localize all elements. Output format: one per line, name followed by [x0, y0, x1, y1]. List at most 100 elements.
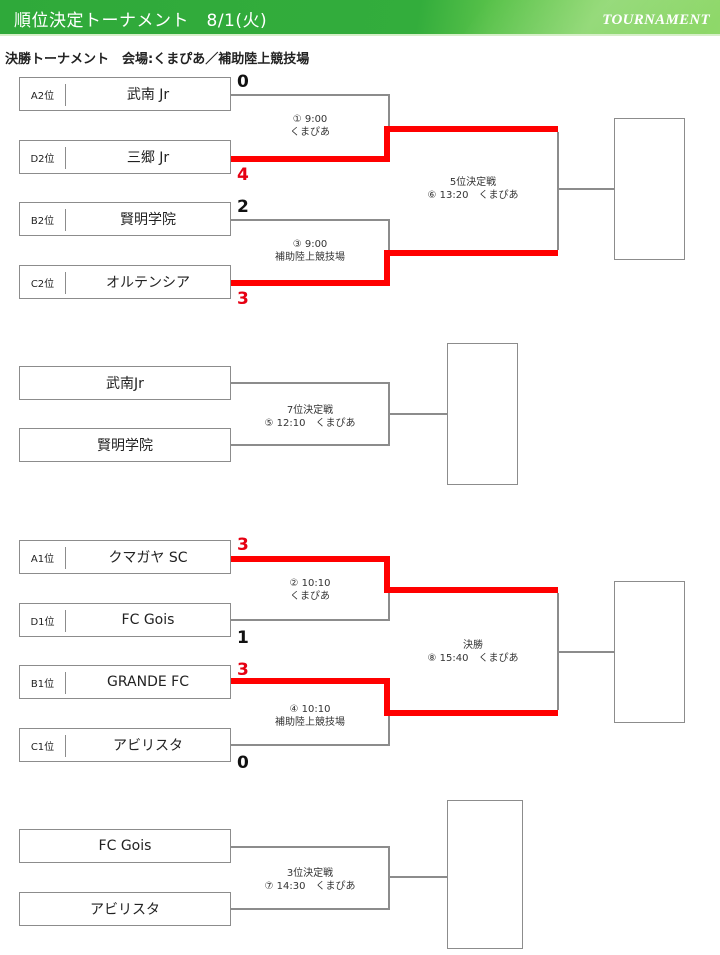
winner-line [384, 126, 558, 132]
divider [65, 610, 66, 632]
seed-label: A2位 [30, 90, 55, 102]
match-time: ⑤ 12:10 くまぴあ [264, 418, 356, 429]
score: 0 [237, 753, 249, 773]
winner-line [384, 710, 558, 716]
bracket-line [231, 382, 389, 384]
team-name: FC Gois [121, 612, 175, 628]
team-slot: FC Gois [19, 829, 231, 863]
bracket-line [231, 94, 389, 96]
score: 2 [237, 197, 249, 217]
result-box [614, 118, 685, 260]
team-name: FC Gois [98, 838, 152, 854]
match-info: ③ 9:00 補助陸上競技場 [230, 238, 390, 264]
divider [65, 547, 66, 569]
match-info: 3位決定戦 ⑦ 14:30 くまぴあ [230, 867, 390, 893]
bracket-line [231, 744, 390, 746]
team-name: 武南 Jr [126, 87, 170, 103]
score: 3 [237, 289, 249, 309]
bracket-line [388, 716, 390, 746]
match-venue: 補助陸上競技場 [275, 252, 345, 263]
divider [65, 672, 66, 694]
bracket-line [557, 651, 614, 653]
match-time: ③ 9:00 [292, 239, 328, 250]
page-title: 順位決定トーナメント 8/1(火) [14, 11, 268, 31]
score: 3 [237, 660, 249, 680]
match-time: ⑥ 13:20 くまぴあ [427, 190, 519, 201]
match-time: ② 10:10 [289, 578, 331, 589]
team-name: 三郷 Jr [126, 150, 170, 166]
match-title: 決勝 [463, 640, 483, 651]
match-time: ④ 10:10 [289, 704, 331, 715]
match-info: 決勝 ⑧ 15:40 くまぴあ [393, 639, 553, 665]
team-name: アビリスタ [90, 902, 160, 918]
winner-line [384, 678, 390, 716]
team-slot: D1位 FC Gois [19, 603, 231, 637]
tournament-badge: TOURNAMENT [602, 12, 710, 28]
venue-subtitle: 決勝トーナメント 会場:くまぴあ／補助陸上競技場 [5, 52, 310, 67]
team-name: アビリスタ [113, 738, 183, 754]
seed-label: D1位 [30, 616, 55, 628]
seed-label: B2位 [30, 215, 55, 227]
seed-label: C2位 [30, 278, 55, 290]
winner-line [384, 126, 390, 162]
divider [65, 735, 66, 757]
bracket-line [388, 219, 390, 252]
winner-line [384, 556, 390, 593]
team-slot: B1位 GRANDE FC [19, 665, 231, 699]
page-header: 順位決定トーナメント 8/1(火) TOURNAMENT [0, 0, 720, 36]
winner-line [231, 556, 390, 562]
winner-line [231, 156, 390, 162]
team-slot: D2位 三郷 Jr [19, 140, 231, 174]
score: 0 [237, 72, 249, 92]
divider [65, 272, 66, 294]
score: 3 [237, 535, 249, 555]
divider [65, 147, 66, 169]
match-info: ① 9:00 くまぴあ [230, 113, 390, 139]
team-name: オルテンシア [106, 275, 190, 291]
bracket-line [557, 188, 614, 190]
match-info: 5位決定戦 ⑥ 13:20 くまぴあ [393, 176, 553, 202]
team-slot: A2位 武南 Jr [19, 77, 231, 111]
match-venue: くまぴあ [290, 127, 330, 138]
team-slot: A1位 クマガヤ SC [19, 540, 231, 574]
team-name: 賢明学院 [120, 212, 176, 228]
bracket-line [231, 219, 389, 221]
divider [65, 84, 66, 106]
winner-line [231, 678, 390, 684]
seed-label: C1位 [30, 741, 55, 753]
winner-line [231, 280, 390, 286]
bracket-line [231, 908, 389, 910]
bracket-line [557, 132, 559, 250]
match-info: ④ 10:10 補助陸上競技場 [230, 703, 390, 729]
team-slot: 賢明学院 [19, 428, 231, 462]
team-slot: C2位 オルテンシア [19, 265, 231, 299]
divider [65, 209, 66, 231]
bracket-line [389, 413, 447, 415]
bracket-line [388, 593, 390, 620]
result-box [447, 800, 523, 949]
bracket-line [231, 619, 390, 621]
seed-label: A1位 [30, 553, 55, 565]
match-time: ⑧ 15:40 くまぴあ [427, 653, 519, 664]
score: 4 [237, 165, 249, 185]
match-title: 7位決定戦 [286, 405, 334, 416]
match-info: 7位決定戦 ⑤ 12:10 くまぴあ [230, 404, 390, 430]
score: 1 [237, 628, 249, 648]
team-name: クマガヤ SC [108, 550, 188, 566]
team-name: 賢明学院 [97, 438, 153, 454]
team-slot: C1位 アビリスタ [19, 728, 231, 762]
match-time: ① 9:00 [292, 114, 328, 125]
winner-line [384, 250, 558, 256]
team-name: 武南Jr [106, 376, 144, 392]
match-title: 5位決定戦 [449, 177, 497, 188]
match-info: ② 10:10 くまぴあ [230, 577, 390, 603]
match-time: ⑦ 14:30 くまぴあ [264, 881, 356, 892]
team-slot: 武南Jr [19, 366, 231, 400]
match-venue: くまぴあ [290, 591, 330, 602]
match-venue: 補助陸上競技場 [275, 717, 345, 728]
bracket-line [388, 846, 390, 910]
seed-label: D2位 [30, 153, 55, 165]
winner-line [384, 587, 558, 593]
match-title: 3位決定戦 [286, 868, 334, 879]
team-slot: B2位 賢明学院 [19, 202, 231, 236]
